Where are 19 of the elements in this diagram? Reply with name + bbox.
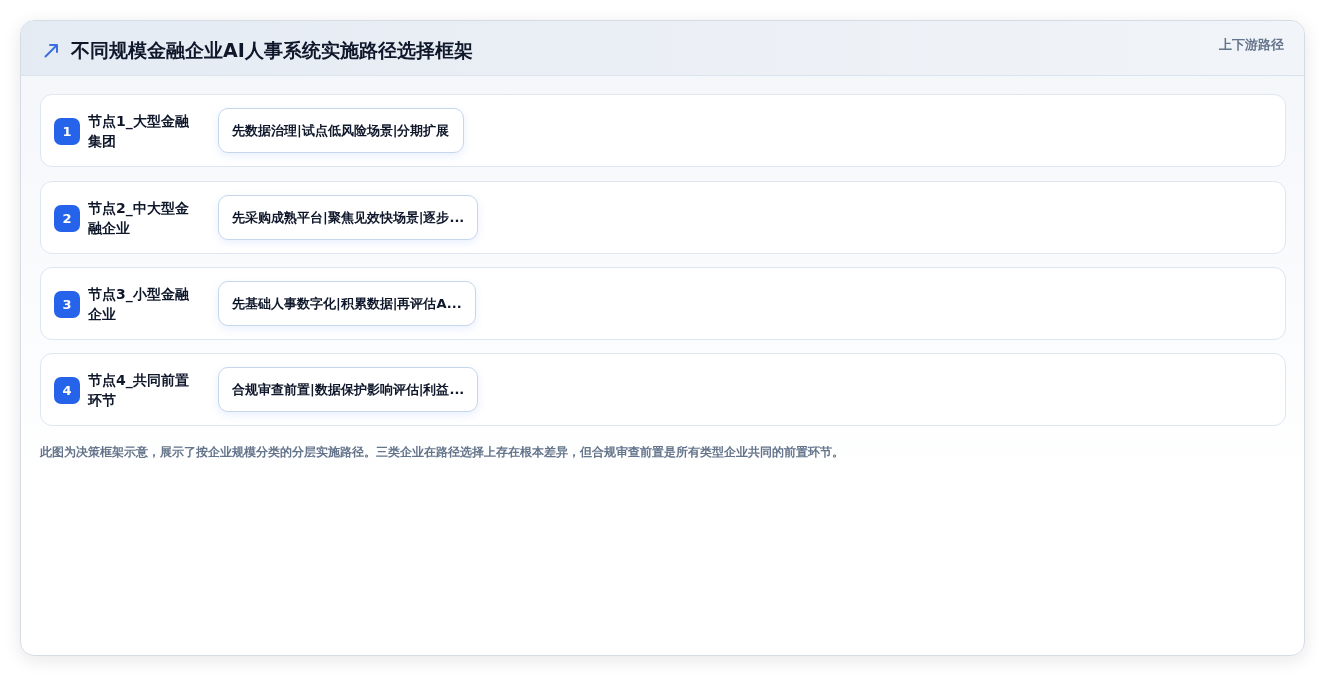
row-card xyxy=(40,94,1286,167)
path-step: 先采购成熟平台|聚焦见效快场景|逐步... xyxy=(218,195,479,240)
row-label: 节点4_共同前置环节 xyxy=(88,370,190,410)
row-card xyxy=(40,181,1286,254)
row-label: 节点1_大型金融集团 xyxy=(88,111,190,151)
number-badge: 4 xyxy=(54,377,80,404)
number-badge: 2 xyxy=(54,205,80,232)
path-step: 先数据治理|试点低风险场景|分期扩展 xyxy=(218,108,464,153)
row-card xyxy=(40,353,1286,426)
number-badge: 1 xyxy=(54,118,80,145)
row-label: 节点2_中大型金融企业 xyxy=(88,198,190,238)
path-step: 合规审查前置|数据保护影响评估|利益... xyxy=(218,367,479,412)
caption: 此图为决策框架示意，展示了按企业规模分类的分层实施路径。三类企业在路径选择上存在根本差异，但合规审查前置是所有类型企业共同的前置环节。 xyxy=(40,444,844,461)
row-card xyxy=(40,267,1286,340)
path-step: 先基础人事数字化|积累数据|再评估A... xyxy=(218,281,476,326)
header-note: 上下游路径 xyxy=(1219,37,1284,54)
title: 不同规模金融企业AI人事系统实施路径选择框架 xyxy=(71,38,473,63)
row-label: 节点3_小型金融企业 xyxy=(88,284,190,324)
number-badge: 3 xyxy=(54,291,80,318)
